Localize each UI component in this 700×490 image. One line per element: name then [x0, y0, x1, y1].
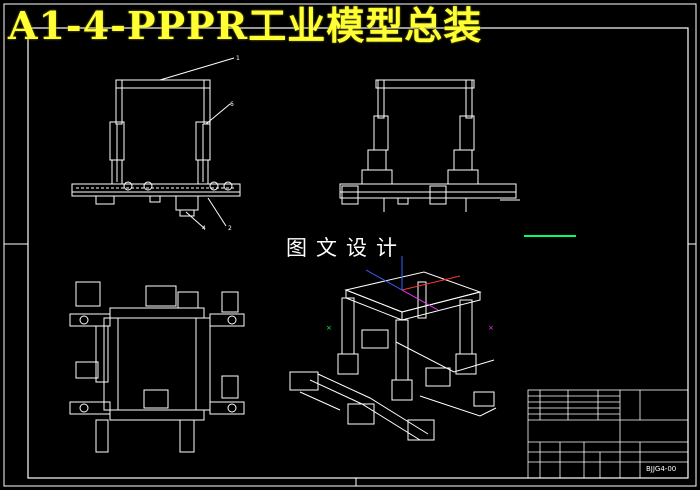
side-view — [339, 79, 520, 212]
title-block-drawing-number: BJJG4-00 — [646, 465, 676, 473]
watermark-text: 图文设计 — [286, 236, 406, 260]
balloon-1: 1 — [236, 55, 240, 62]
z-axis-indicator — [401, 289, 439, 311]
axis-glyph-right: × — [488, 324, 494, 332]
balloon-6: 6 — [230, 101, 234, 108]
outer-frame — [3, 3, 697, 487]
y-axis-indicator — [365, 269, 403, 291]
drawing-title-banner: A1-4-PPPR工业模型总装 — [8, 3, 483, 48]
top-view — [69, 281, 245, 453]
inner-frame — [27, 27, 689, 479]
front-view — [71, 57, 241, 229]
balloon-4: 4 — [202, 225, 206, 232]
axis-glyph-left: × — [326, 324, 332, 332]
x-axis-indicator — [401, 275, 461, 291]
title-block — [527, 389, 689, 479]
balloon-2: 2 — [228, 225, 232, 232]
isometric-view — [289, 271, 497, 441]
